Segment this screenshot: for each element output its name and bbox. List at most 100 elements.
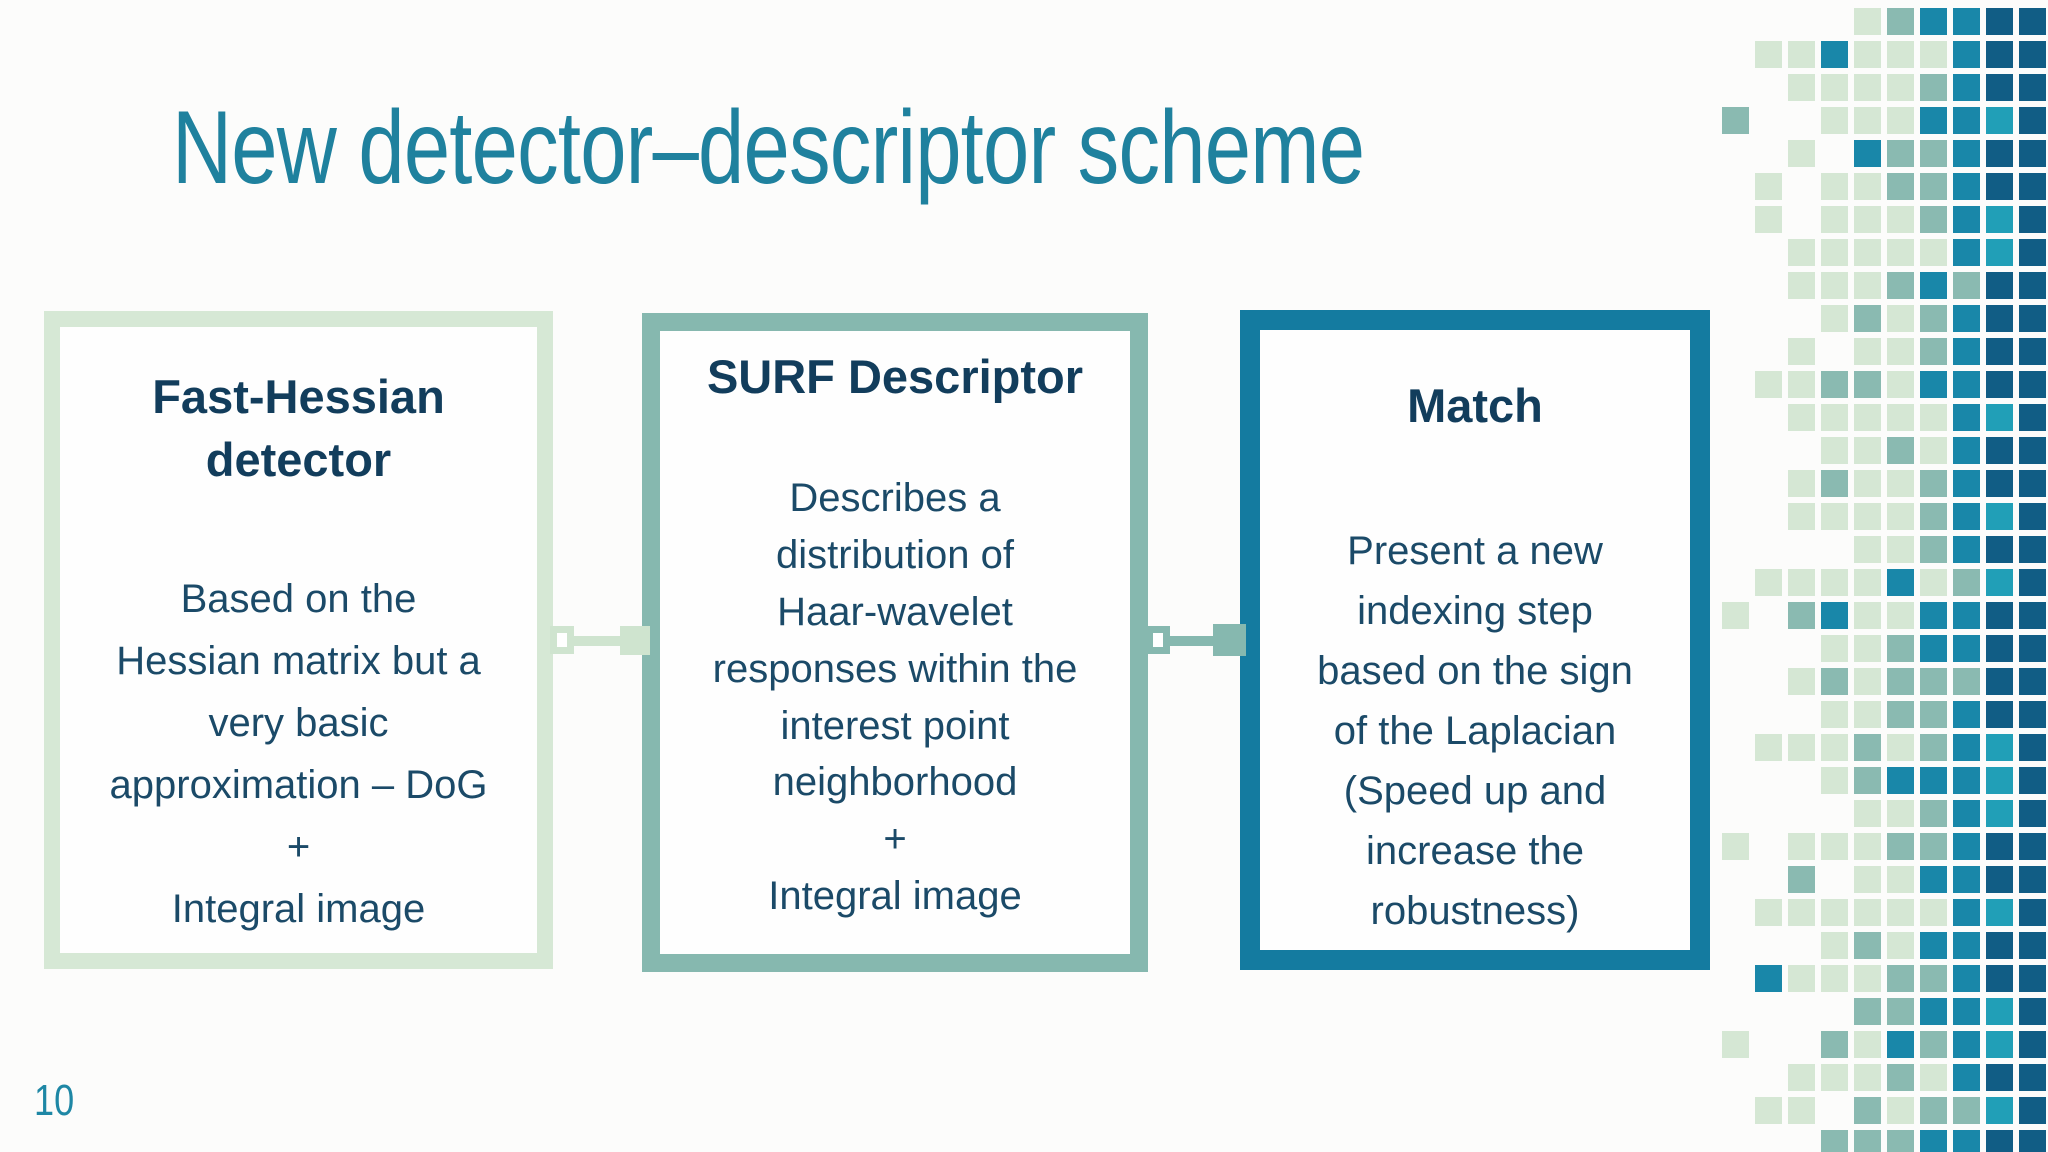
mosaic-cell xyxy=(2019,8,2046,35)
box-body: Describes a distribution of Haar-wavelet… xyxy=(712,476,1078,919)
mosaic-cell xyxy=(1887,833,1914,860)
mosaic-cell xyxy=(1953,140,1980,167)
mosaic-cell xyxy=(2019,536,2046,563)
connector-solid-square xyxy=(1213,624,1246,656)
mosaic-decoration xyxy=(1722,8,2048,1152)
mosaic-cell xyxy=(1788,305,1815,332)
box-fast-hessian-detector: Fast-Hessian detector Based on the Hessi… xyxy=(44,311,553,969)
mosaic-cell xyxy=(1986,470,2013,497)
mosaic-cell xyxy=(1854,569,1881,596)
mosaic-cell xyxy=(1821,734,1848,761)
mosaic-cell xyxy=(1755,206,1782,233)
mosaic-cell xyxy=(1788,668,1815,695)
mosaic-cell xyxy=(1986,1097,2013,1124)
mosaic-cell xyxy=(2019,1064,2046,1091)
mosaic-cell xyxy=(1821,668,1848,695)
mosaic-cell xyxy=(2019,503,2046,530)
mosaic-row xyxy=(1722,272,2048,305)
mosaic-cell xyxy=(1788,272,1815,299)
mosaic-row xyxy=(1722,569,2048,602)
mosaic-cell xyxy=(1953,1064,1980,1091)
mosaic-cell xyxy=(1821,239,1848,266)
mosaic-row xyxy=(1722,1064,2048,1097)
mosaic-cell xyxy=(1722,140,1749,167)
mosaic-cell xyxy=(1920,371,1947,398)
mosaic-cell xyxy=(2019,668,2046,695)
mosaic-cell xyxy=(1887,503,1914,530)
mosaic-cell xyxy=(1920,635,1947,662)
mosaic-cell xyxy=(1722,1097,1749,1124)
mosaic-cell xyxy=(1821,899,1848,926)
mosaic-cell xyxy=(1755,404,1782,431)
box-heading: Match xyxy=(1407,379,1543,432)
mosaic-cell xyxy=(1887,1031,1914,1058)
mosaic-row xyxy=(1722,701,2048,734)
mosaic-cell xyxy=(1821,8,1848,35)
mosaic-cell xyxy=(1953,41,1980,68)
mosaic-cell xyxy=(1788,635,1815,662)
mosaic-cell xyxy=(1986,206,2013,233)
mosaic-cell xyxy=(1887,305,1914,332)
mosaic-cell xyxy=(1821,569,1848,596)
mosaic-cell xyxy=(1788,800,1815,827)
mosaic-cell xyxy=(1953,338,1980,365)
mosaic-cell xyxy=(1788,470,1815,497)
mosaic-cell xyxy=(1986,305,2013,332)
mosaic-cell xyxy=(1722,206,1749,233)
mosaic-cell xyxy=(1854,305,1881,332)
mosaic-cell xyxy=(1821,74,1848,101)
mosaic-cell xyxy=(1887,536,1914,563)
mosaic-cell xyxy=(1788,1097,1815,1124)
mosaic-cell xyxy=(1722,437,1749,464)
mosaic-row xyxy=(1722,536,2048,569)
mosaic-cell xyxy=(1854,272,1881,299)
mosaic-cell xyxy=(1755,1097,1782,1124)
mosaic-cell xyxy=(1722,173,1749,200)
mosaic-cell xyxy=(2019,899,2046,926)
mosaic-cell xyxy=(1887,140,1914,167)
mosaic-cell xyxy=(2019,734,2046,761)
mosaic-cell xyxy=(1920,272,1947,299)
mosaic-cell xyxy=(1788,206,1815,233)
mosaic-cell xyxy=(2019,767,2046,794)
mosaic-cell xyxy=(1986,338,2013,365)
mosaic-cell xyxy=(1821,536,1848,563)
mosaic-cell xyxy=(1986,635,2013,662)
mosaic-cell xyxy=(1953,965,1980,992)
mosaic-cell xyxy=(1722,272,1749,299)
mosaic-cell xyxy=(1887,602,1914,629)
mosaic-cell xyxy=(1755,767,1782,794)
mosaic-cell xyxy=(1854,833,1881,860)
mosaic-cell xyxy=(1854,998,1881,1025)
mosaic-cell xyxy=(1788,74,1815,101)
mosaic-cell xyxy=(1788,569,1815,596)
mosaic-cell xyxy=(1854,965,1881,992)
mosaic-cell xyxy=(1986,767,2013,794)
mosaic-cell xyxy=(1887,206,1914,233)
connector-hollow-square xyxy=(1146,626,1170,654)
mosaic-cell xyxy=(1854,8,1881,35)
mosaic-cell xyxy=(1755,668,1782,695)
mosaic-cell xyxy=(1920,107,1947,134)
mosaic-cell xyxy=(1722,1130,1749,1152)
mosaic-cell xyxy=(1788,701,1815,728)
box-body: Based on the Hessian matrix but a very b… xyxy=(109,576,488,931)
mosaic-cell xyxy=(1821,866,1848,893)
mosaic-cell xyxy=(1788,602,1815,629)
mosaic-cell xyxy=(1887,635,1914,662)
mosaic-cell xyxy=(1755,1064,1782,1091)
mosaic-cell xyxy=(1722,998,1749,1025)
mosaic-cell xyxy=(1722,602,1749,629)
mosaic-cell xyxy=(1755,965,1782,992)
mosaic-cell xyxy=(1788,239,1815,266)
box-heading: SURF Descriptor xyxy=(706,350,1084,403)
mosaic-row xyxy=(1722,767,2048,800)
mosaic-cell xyxy=(1953,1130,1980,1152)
mosaic-row xyxy=(1722,470,2048,503)
mosaic-cell xyxy=(1986,833,2013,860)
mosaic-cell xyxy=(1986,371,2013,398)
mosaic-cell xyxy=(1887,239,1914,266)
mosaic-cell xyxy=(1953,173,1980,200)
mosaic-cell xyxy=(1821,602,1848,629)
mosaic-cell xyxy=(1854,602,1881,629)
